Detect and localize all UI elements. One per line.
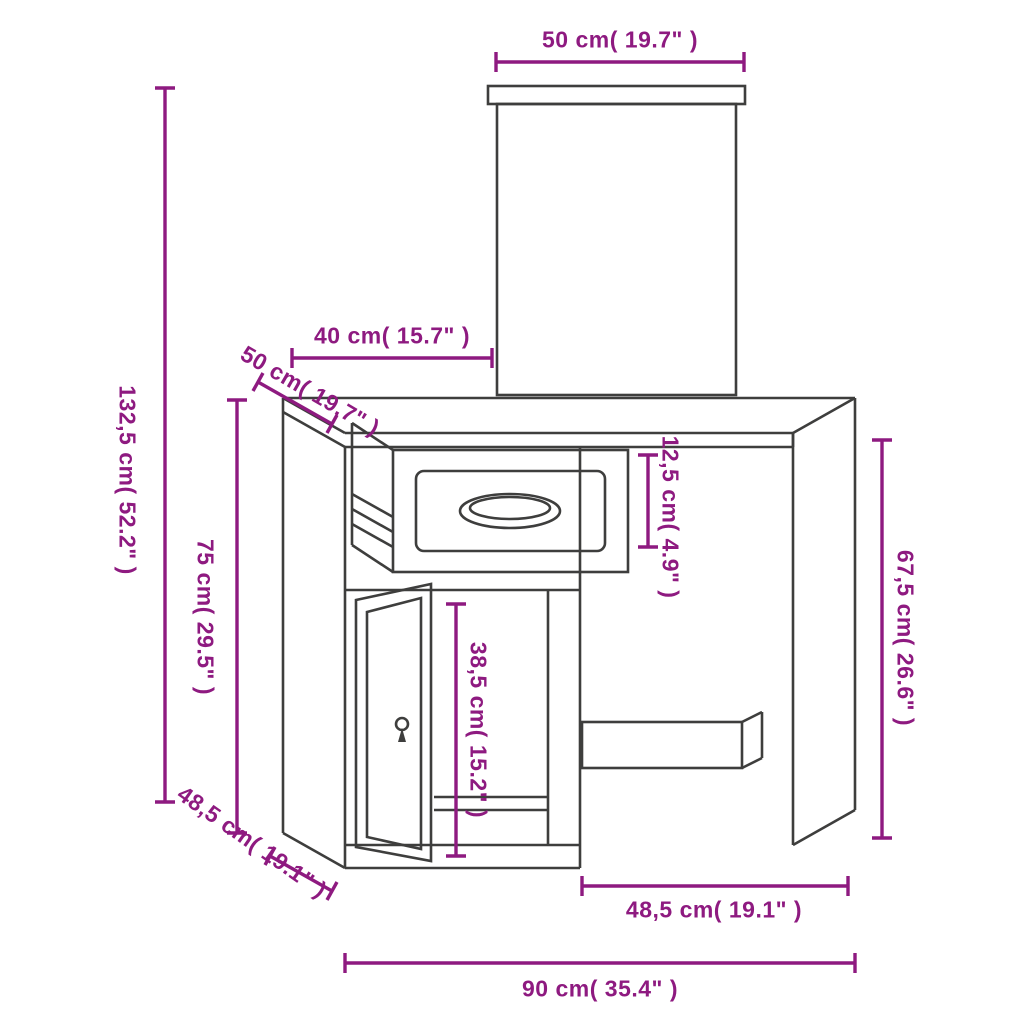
mirror-panel xyxy=(495,102,738,397)
door-panel-inset xyxy=(365,596,423,851)
mirror-top-bar xyxy=(486,84,747,106)
door-panel xyxy=(354,582,433,863)
knee-space-rail xyxy=(580,710,764,770)
tabletop xyxy=(282,396,856,449)
dim-line-knee-space-width xyxy=(580,876,850,896)
drawer-slide-rail xyxy=(351,507,394,534)
right-side-panel xyxy=(791,398,857,847)
dim-line-cabinet-inner-height xyxy=(446,602,466,858)
dim-line-tabletop-depth xyxy=(251,372,339,434)
dim-line-total-width xyxy=(343,953,857,973)
drawer-handle-inner xyxy=(468,495,552,521)
dim-line-tabletop-left-width xyxy=(290,348,494,368)
drawer-front xyxy=(391,448,630,574)
drawer-front-inset xyxy=(414,469,607,553)
keyhole-icon xyxy=(398,728,406,742)
open-drawer xyxy=(350,421,630,574)
dim-line-base-depth xyxy=(263,846,339,901)
dim-line-table-height xyxy=(227,398,247,835)
dim-line-knee-space-height xyxy=(872,438,892,840)
mirror xyxy=(486,84,747,397)
dim-line-total-height xyxy=(155,86,175,804)
cabinet-frame xyxy=(345,447,582,870)
dim-line-mirror-width xyxy=(494,52,746,72)
drawer-handle xyxy=(458,492,562,530)
drawer-slide-rail xyxy=(351,492,394,519)
left-side-panel xyxy=(281,398,347,870)
drawer-slide-rail xyxy=(351,522,394,549)
dim-line-drawer-height xyxy=(638,453,658,549)
open-door xyxy=(354,582,433,863)
